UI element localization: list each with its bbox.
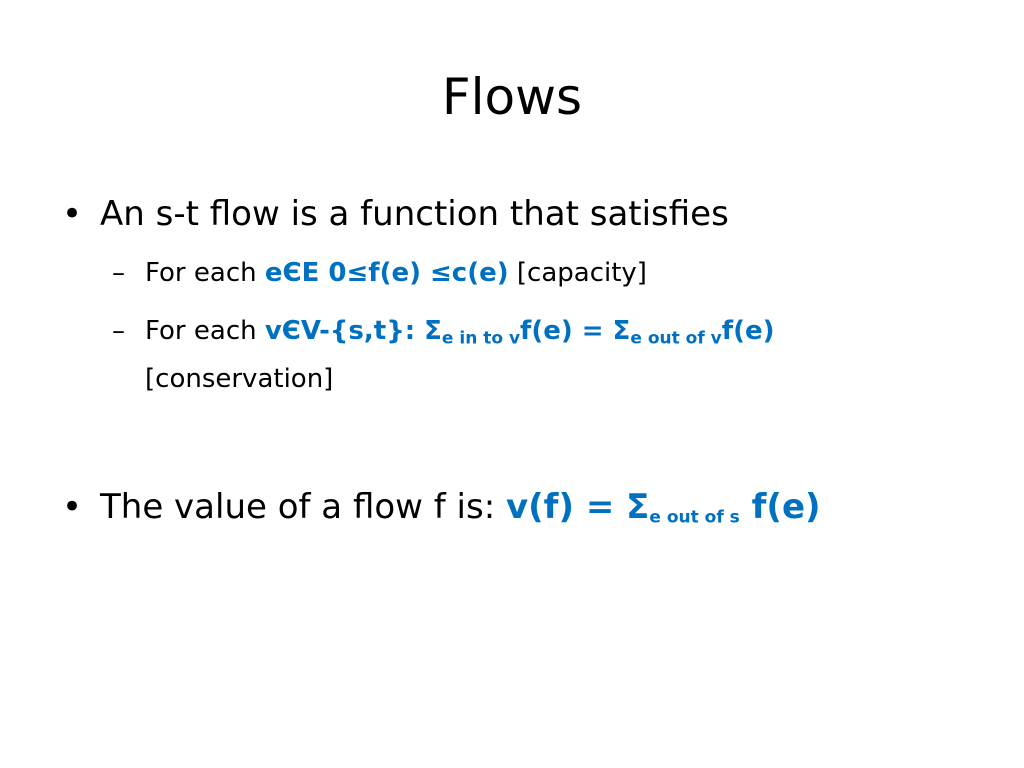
bullet-text: The value of a flow f is: <box>100 487 506 527</box>
expr-part: f(e) = Σ <box>520 316 631 346</box>
expr-part: f(e) <box>739 487 821 527</box>
bullet-marker: • <box>62 487 83 527</box>
sub-bullet-continuation: [conservation] <box>145 364 334 394</box>
capacity-expression: eЄE 0≤f(e) ≤c(e) <box>264 258 509 288</box>
bullet-text: An s-t flow is a function that satisfies <box>100 194 729 234</box>
bullet-marker: • <box>62 194 83 234</box>
expr-part: f(e) <box>721 316 775 346</box>
subscript-out: e out of v <box>630 328 722 349</box>
sub-bullet-suffix: [capacity] <box>508 258 647 288</box>
dash-marker: – <box>112 258 125 288</box>
subscript-in: e in to v <box>441 328 521 349</box>
sub-bullet-item: –For each eЄE 0≤f(e) ≤c(e) [capacity] <box>112 255 647 291</box>
expr-part: vЄV-{s,t}: Σ <box>264 316 442 346</box>
sub-bullet-item: –For each vЄV-{s,t}: Σe in to vf(e) = Σe… <box>112 313 774 349</box>
bullet-item: • The value of a flow f is: v(f) = Σe out… <box>62 483 821 531</box>
conservation-expression: vЄV-{s,t}: Σe in to vf(e) = Σe out of vf… <box>264 316 775 349</box>
slide-title: Flows <box>441 68 583 126</box>
dash-marker: – <box>112 316 125 346</box>
bullet-item: • An s-t flow is a function that satisfie… <box>62 190 729 238</box>
sub-bullet-prefix: For each <box>145 316 265 346</box>
flow-value-expression: v(f) = Σe out of s f(e) <box>506 487 821 527</box>
expr-part: v(f) = Σ <box>505 487 650 527</box>
sub-bullet-prefix: For each <box>145 258 265 288</box>
subscript-out-of-s: e out of s <box>649 507 740 528</box>
